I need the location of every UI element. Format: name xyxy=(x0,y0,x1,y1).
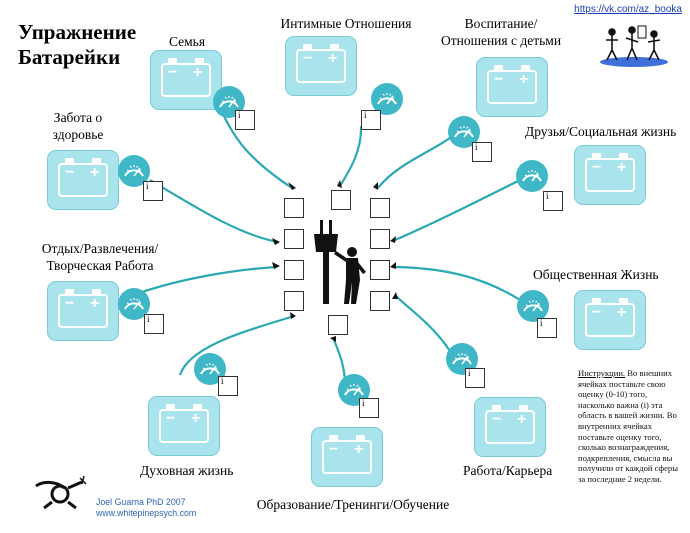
arrow-family xyxy=(288,182,296,190)
label-career: Работа/Карьера xyxy=(463,463,553,478)
label-parenting-line2: Отношения с детьми xyxy=(440,33,562,48)
battery-career: −+ xyxy=(474,397,546,457)
battery-community: −+ xyxy=(574,290,646,350)
arrow-spiritual xyxy=(290,312,296,319)
reward-box-spiritual[interactable] xyxy=(284,291,304,311)
label-health: Забота о здоровье xyxy=(53,109,104,143)
battery-education: −+ xyxy=(311,427,383,487)
label-friends: Друзья/Социальная жизнь xyxy=(525,124,677,139)
importance-box-friends[interactable]: i xyxy=(543,191,563,211)
importance-box-leisure[interactable]: i xyxy=(144,314,164,334)
reward-box-community[interactable] xyxy=(370,260,390,280)
gauge-icon xyxy=(516,160,548,192)
importance-box-education[interactable]: i xyxy=(359,398,379,418)
battery-intimate: −+ xyxy=(285,36,357,96)
importance-box-family[interactable]: i xyxy=(235,110,255,130)
reward-box-parenting[interactable] xyxy=(370,198,390,218)
label-spiritual: Духовная жизнь xyxy=(140,463,234,478)
importance-box-spiritual[interactable]: i xyxy=(218,376,238,396)
battery-parenting: −+ xyxy=(476,57,548,117)
instructions: Инструкции. Во внешних ячейках поставьте… xyxy=(578,368,682,485)
importance-box-intimate[interactable]: i xyxy=(361,110,381,130)
label-leisure-line1: Отдых/Развлечения/ xyxy=(41,241,159,256)
reward-box-family[interactable] xyxy=(284,198,304,218)
arrow-parenting xyxy=(373,182,378,190)
reward-box-health[interactable] xyxy=(284,229,304,249)
reward-box-intimate[interactable] xyxy=(331,190,351,210)
gauge-icon xyxy=(517,290,549,322)
label-parenting-line1: Воспитание/ xyxy=(464,16,538,31)
source-link[interactable]: https://vk.com/az_booka xyxy=(574,4,682,15)
wire-intimate xyxy=(339,125,363,187)
wire-spiritual xyxy=(178,314,295,376)
footer-credits: Joel Guarna PhD 2007 www.whitepinepsych.… xyxy=(96,497,196,518)
wire-friends xyxy=(394,179,521,242)
wire-family xyxy=(221,111,293,189)
label-education: Образование/Тренинги/Обучение xyxy=(256,497,450,512)
logo-icon xyxy=(35,476,87,510)
title-line-1: Упражнение xyxy=(18,20,137,44)
battery-spiritual: −+ xyxy=(148,396,220,456)
reward-box-friends[interactable] xyxy=(370,229,390,249)
page-title: Упражнение Батарейки xyxy=(18,20,136,70)
label-leisure: Отдых/Развлечения/ Творческая Работа xyxy=(42,240,159,274)
plug-figure-icon xyxy=(314,220,366,304)
label-community: Общественная Жизнь xyxy=(533,267,659,282)
label-intimate: Интимные Отношения xyxy=(280,16,412,31)
arrow-friends xyxy=(390,236,396,243)
reward-box-career[interactable] xyxy=(370,291,390,311)
instructions-heading: Инструкции. xyxy=(578,368,626,378)
reward-box-education[interactable] xyxy=(328,315,348,335)
wire-health xyxy=(149,179,279,244)
gauge-icon xyxy=(371,83,403,115)
battery-leisure: −+ xyxy=(47,281,119,341)
arrow-intimate xyxy=(337,180,342,188)
importance-box-career[interactable]: i xyxy=(465,368,485,388)
instructions-text: Во внешних ячейках поставьте свою оценку… xyxy=(578,368,678,484)
footer-site: www.whitepinepsych.com xyxy=(96,507,197,518)
importance-box-parenting[interactable]: i xyxy=(472,142,492,162)
arrow-leisure xyxy=(272,262,280,269)
label-leisure-line2: Творческая Работа xyxy=(46,258,154,273)
reward-box-leisure[interactable] xyxy=(284,260,304,280)
label-health-line1: Забота о xyxy=(53,110,103,125)
label-parenting: Воспитание/ Отношения с детьми xyxy=(441,15,561,49)
importance-box-health[interactable]: i xyxy=(143,181,163,201)
footer-author: Joel Guarna PhD 2007 xyxy=(96,497,186,507)
wire-community xyxy=(394,265,521,301)
arrow-community xyxy=(390,262,396,269)
title-line-2: Батарейки xyxy=(18,45,121,69)
arrow-education xyxy=(330,336,336,342)
battery-health: −+ xyxy=(47,150,119,210)
arrow-health xyxy=(272,238,280,245)
battery-family: −+ xyxy=(150,50,222,110)
arrow-career xyxy=(392,292,398,299)
battery-friends: −+ xyxy=(574,145,646,205)
importance-box-community[interactable]: i xyxy=(537,318,557,338)
label-health-line2: здоровье xyxy=(52,127,104,142)
cartoon-people-icon xyxy=(600,25,668,67)
label-family: Семья xyxy=(168,34,206,49)
